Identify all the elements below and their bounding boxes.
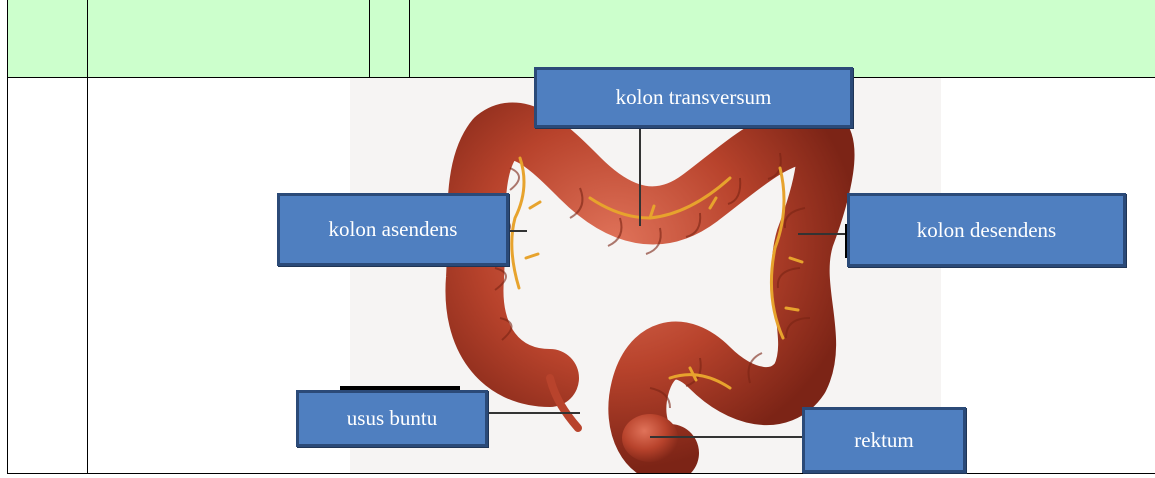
label-kolon-asendens: kolon asendens [277,193,509,266]
leader-transverse [639,128,641,226]
table-border-left [7,0,8,474]
label-rektum: rektum [802,407,966,473]
table-column-divider [87,0,88,474]
header-divider-b [409,0,410,77]
header-cell-2 [88,0,369,77]
header-cell-4 [410,0,1155,77]
label-usus-buntu: usus buntu [296,390,488,447]
label-kolon-desendens: kolon desendens [847,193,1126,267]
header-divider-a [369,0,370,77]
label-kolon-transversum: kolon transversum [534,67,853,128]
leader-rectum [650,436,804,438]
leader-descending [798,233,848,235]
table-border-bottom [7,473,1155,474]
header-cell-3 [370,0,409,77]
leader-ascending [507,230,527,232]
header-cell-1 [8,0,87,77]
leader-appendix [488,412,580,414]
